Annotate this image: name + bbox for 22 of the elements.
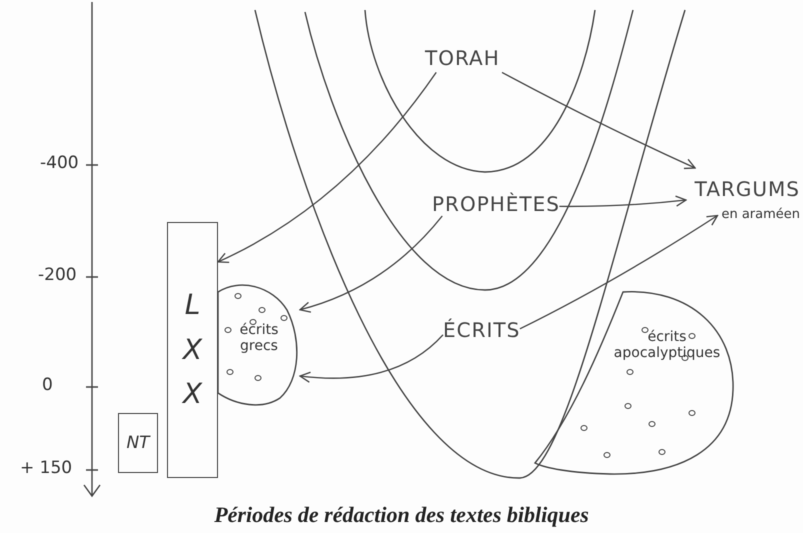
bar-label: NT bbox=[126, 433, 150, 453]
target-sublabel: en araméen bbox=[721, 206, 800, 222]
target-label: TARGUMS bbox=[694, 176, 800, 200]
arrow bbox=[217, 72, 437, 263]
axis-tick-label: + 150 bbox=[20, 458, 72, 478]
blob-label: écrits grecs bbox=[238, 322, 280, 354]
blob-label: écrits apocalyptiques bbox=[612, 329, 722, 362]
arrow bbox=[520, 214, 718, 330]
arrow bbox=[299, 334, 444, 383]
axis-tick-label: 0 bbox=[42, 375, 53, 395]
section-label: TORAH bbox=[425, 46, 500, 70]
period-bar bbox=[167, 222, 218, 478]
arrow bbox=[299, 216, 443, 312]
bar-label: LXX bbox=[180, 286, 204, 412]
period-bar bbox=[118, 413, 158, 473]
caption: Périodes de rédaction des textes bibliques bbox=[213, 502, 590, 528]
axis-tick-label: -200 bbox=[38, 265, 77, 285]
arrow bbox=[559, 195, 687, 208]
section-label: PROPHÈTES bbox=[432, 192, 560, 216]
axis-tick-label: -400 bbox=[40, 153, 79, 173]
section-label: ÉCRITS bbox=[443, 318, 520, 342]
arrow bbox=[502, 72, 696, 170]
